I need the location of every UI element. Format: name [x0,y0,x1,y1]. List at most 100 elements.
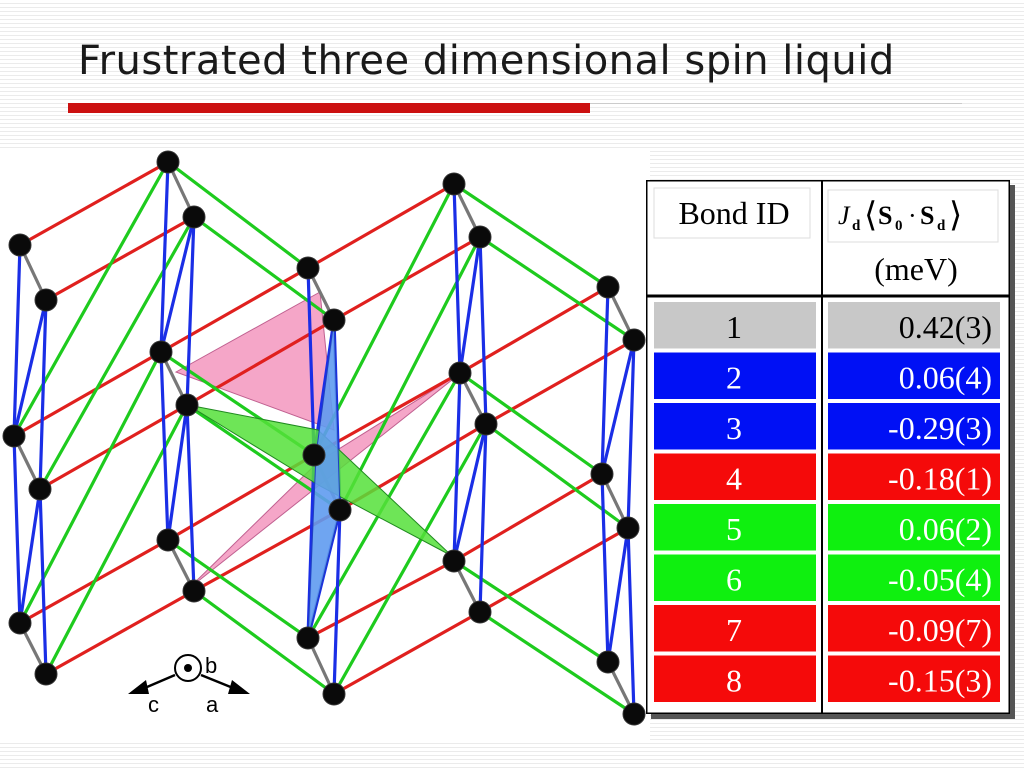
atom-node [448,361,472,385]
bond-blue-A2-A3 [159,215,196,354]
row-2-value-cell [828,352,1000,399]
row-bond-id: 7 [726,612,742,648]
bond-red-D6-C6 [332,610,482,696]
row-exchange-value: -0.29(3) [888,410,992,446]
bond-blue-C1-C3 [452,182,462,375]
bond-green-C6-E6 [478,610,636,716]
exchange-table: Bond ID J d ⟨ S 0 · S d ⟩ (meV) 1 0.42(3)… [646,180,1010,714]
header-cell-outline [827,189,999,243]
bond-blue-B1-B3 [12,243,22,438]
row-1-value-cell [828,302,1000,349]
bond-green-A2-B4 [38,215,196,491]
bond-blue-E3-E5 [600,472,610,664]
atom-node [328,498,352,522]
atom-node [590,462,614,486]
axes-legend: b c a [128,653,250,717]
row-exchange-value: -0.15(3) [888,663,992,699]
atom-node [8,233,32,257]
bond-blue-A3-A5 [159,350,170,542]
atom-node [622,702,646,726]
atom-node [34,288,58,312]
atom-node [182,579,206,603]
row-3-id-cell [654,403,816,450]
axis-label-b: b [205,653,217,678]
bond-red-B2-A2 [44,215,196,302]
formula-right-bracket: ⟩ [949,197,962,234]
bond-red-E3-C5 [452,472,604,563]
bond-green-C1-E1 [452,182,610,289]
bond-blue-B4-B5 [18,487,42,625]
bond-blue-B2-B3 [12,298,48,438]
bond-red-E2-C4 [484,338,636,426]
bond-green-A6-D6 [192,589,336,696]
formula-J: J [838,201,851,230]
row-6-id-cell [654,554,816,601]
bond-blue-D1-D3 [306,266,316,457]
slide-title: Frustrated three dimensional spin liquid [78,38,895,84]
atom-node [296,626,320,650]
bond-blue-B2-B4 [38,298,48,491]
row-1-id-cell [654,302,816,349]
c-axis-arrowhead-icon [128,680,149,694]
header-cell-outline [653,187,811,239]
atom-node [182,205,206,229]
atom-node [468,600,492,624]
row-4-id-cell [654,453,816,500]
bond-blue-B4-B6 [38,487,48,676]
row-7-value-cell [828,605,1000,652]
atom-node [442,549,466,573]
lattice-diagram: b c a [0,150,650,740]
bond-blue-E2-E4 [626,338,636,530]
atom-node [302,443,326,467]
formula-S0-subscript: 0 [895,218,903,234]
row-bond-id: 3 [726,410,742,446]
bond-red-B1-A1 [18,160,170,247]
atom-node [442,172,466,196]
bond-blue-A2-A4 [185,215,196,407]
formula-left-bracket: ⟨ [864,197,877,234]
row-8-value-cell [828,655,1000,702]
row-5-id-cell [654,504,816,551]
row-5-value-cell [828,504,1000,551]
atom-node [596,650,620,674]
atom-node [175,393,199,417]
header-unit: (meV) [874,251,958,287]
atom-node [156,528,180,552]
row-bond-id: 8 [726,663,742,699]
atom-node [2,424,26,448]
row-8-id-cell [654,655,816,702]
row-bond-id: 4 [726,461,742,497]
row-exchange-value: -0.18(1) [888,461,992,497]
atom-node [322,682,346,706]
bond-blue-C4-C5 [452,422,488,563]
row-exchange-value: 0.06(2) [899,511,992,547]
atom-node [322,308,346,332]
bond-blue-D4-D6 [332,508,342,696]
atom-node [149,340,173,364]
bond-green-A1-B3 [12,160,170,438]
bond-blue-C4-C6 [478,422,488,614]
formula-Sd-subscript: d [937,218,946,234]
row-exchange-value: 0.42(3) [899,309,992,345]
b-axis-dot-icon [184,664,192,672]
header-formula: J d ⟨ S 0 · S d ⟩ [838,197,962,234]
bond-blue-B3-B5 [12,434,22,625]
formula-dot: · [908,201,917,230]
atom-node [156,150,180,174]
atom-node [622,328,646,352]
bond-blue-E4-E5 [606,526,630,664]
header-bond-id: Bond ID [678,195,789,231]
row-bond-id: 1 [726,309,742,345]
row-3-value-cell [828,403,1000,450]
formula-J-subscript: d [852,218,861,234]
exchange-table-svg: Bond ID J d ⟨ S 0 · S d ⟩ (meV) 1 0.42(3)… [646,180,1010,714]
bond-blue-C2-C4 [478,235,488,426]
bond-red-B3-A3 [12,350,163,438]
atom-node [28,477,52,501]
row-bond-id: 6 [726,562,742,598]
bond-red-D1-C1 [306,182,456,270]
atom-node [296,256,320,280]
bond-blue-E2-E3 [600,338,636,476]
b-axis-circle-icon [174,654,202,682]
